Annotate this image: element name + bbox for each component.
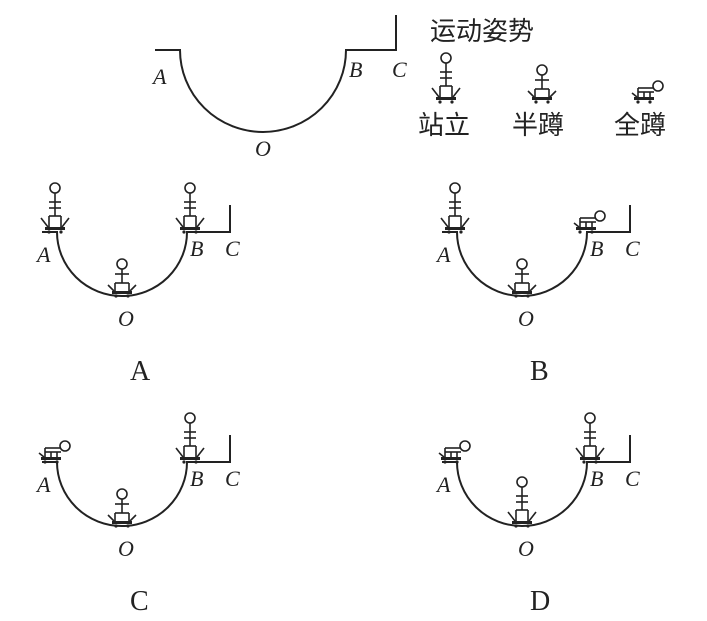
legend-full-squat-label: 全蹲 <box>614 111 666 141</box>
option-a-figure-b <box>175 182 205 235</box>
main-label-a: A <box>151 64 167 89</box>
option-d-figure-a <box>438 440 471 465</box>
option-a-label-a: A <box>35 242 51 267</box>
legend-title: 运动姿势 <box>430 17 534 47</box>
legend-standing-icon <box>431 52 461 105</box>
option-a-track <box>42 205 231 297</box>
option-b-label-o: O <box>518 306 534 331</box>
option-a-label-o: O <box>118 306 134 331</box>
option-d-label-b: B <box>590 466 603 491</box>
option-c-figure-b <box>175 412 205 465</box>
option-c-figure-a <box>38 440 71 465</box>
option-c-label-c: C <box>225 466 240 491</box>
option-b-label-b: B <box>590 236 603 261</box>
legend-standing-label: 站立 <box>418 111 470 141</box>
main-label-b: B <box>349 57 362 82</box>
option-c-track <box>42 435 231 527</box>
option-d-track <box>442 435 631 527</box>
main-track <box>155 15 397 133</box>
main-track-diagram: A B C O <box>151 15 407 161</box>
option-b-figure-o <box>507 258 537 299</box>
option-d-label-c: C <box>625 466 640 491</box>
option-a-figure-a <box>40 182 70 235</box>
option-a-caption: A <box>130 356 151 387</box>
option-c-label-a: A <box>35 472 51 497</box>
posture-legend: 运动姿势 站立 半蹲 全蹲 <box>418 17 666 141</box>
option-a-label-c: C <box>225 236 240 261</box>
legend-half-squat-label: 半蹲 <box>512 111 564 141</box>
option-d-caption: D <box>530 586 550 617</box>
option-c-figure-o <box>107 488 137 529</box>
option-a-label-b: B <box>190 236 203 261</box>
legend-half-squat-icon <box>527 64 557 105</box>
option-b-caption: B <box>530 356 549 387</box>
option-d-figure-o <box>507 476 537 529</box>
main-label-c: C <box>392 57 407 82</box>
option-b-label-a: A <box>435 242 451 267</box>
option-b-figure-a <box>440 182 470 235</box>
option-d-label-o: O <box>518 536 534 561</box>
option-d-figure-b <box>575 412 605 465</box>
option-c-caption: C <box>130 586 149 617</box>
option-d-label-a: A <box>435 472 451 497</box>
option-b-track <box>442 205 631 297</box>
option-c-label-b: B <box>190 466 203 491</box>
option-a-figure-o <box>107 258 137 299</box>
legend-full-squat-icon <box>631 80 664 105</box>
option-b-label-c: C <box>625 236 640 261</box>
option-c-label-o: O <box>118 536 134 561</box>
main-label-o: O <box>255 136 271 161</box>
option-b-figure-b <box>573 210 606 235</box>
